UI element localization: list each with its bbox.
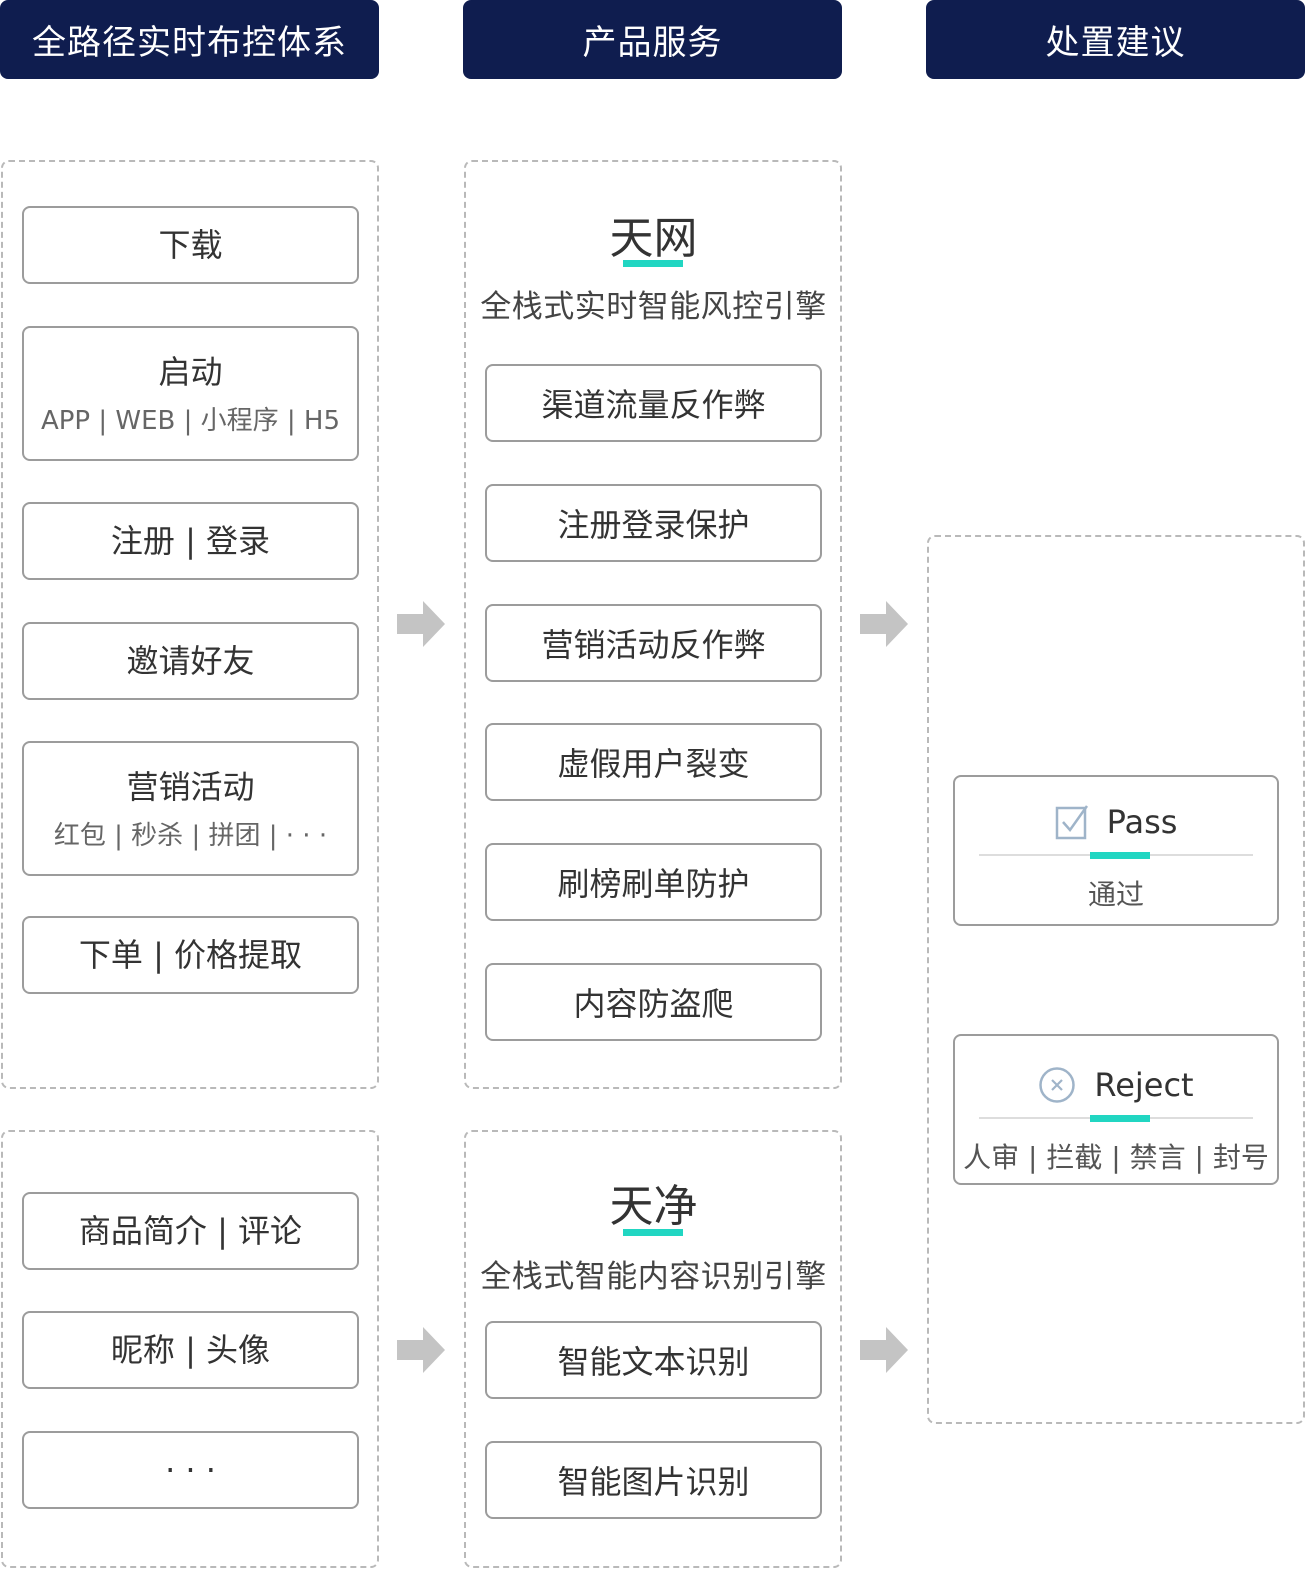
result-reject-label: Reject bbox=[1094, 1066, 1194, 1104]
header-disposal-advice: 处置建议 bbox=[926, 0, 1305, 79]
result-reject-note: 人审 | 拦截 | 禁言 | 封号 bbox=[963, 1141, 1269, 1174]
service-text-recognition: 智能文本识别 bbox=[485, 1321, 822, 1399]
touchpoint-label: 下单 | 价格提取 bbox=[78, 936, 303, 974]
touchpoint-sub: 红包 | 秒杀 | 拼团 | · · · bbox=[53, 820, 328, 851]
result-pass-header: Pass bbox=[955, 797, 1277, 847]
result-accent-bar bbox=[1090, 1115, 1150, 1122]
check-icon bbox=[1055, 805, 1088, 840]
service-content-anti-crawl: 内容防盗爬 bbox=[485, 963, 822, 1041]
result-pass-note: 通过 bbox=[1087, 878, 1144, 911]
touchpoint-nickname-avatar: 昵称 | 头像 bbox=[22, 1311, 359, 1389]
touchpoint-product-review: 商品简介 | 评论 bbox=[22, 1192, 359, 1270]
engine-desc-tianjing: 全栈式智能内容识别引擎 bbox=[480, 1259, 827, 1295]
touchpoint-label: 下载 bbox=[158, 226, 223, 264]
touchpoint-label: 注册 | 登录 bbox=[110, 522, 271, 560]
result-pass-label: Pass bbox=[1106, 803, 1178, 841]
service-fake-user-fission: 虚假用户裂变 bbox=[485, 723, 822, 801]
engine-name-tianwang: 天网 bbox=[609, 213, 698, 264]
touchpoint-marketing: 营销活动 红包 | 秒杀 | 拼团 | · · · bbox=[22, 741, 359, 876]
x-circle-icon bbox=[1039, 1067, 1076, 1103]
touchpoint-download: 下载 bbox=[22, 206, 359, 284]
touchpoint-label: 营销活动 bbox=[126, 767, 255, 806]
touchpoint-label: 启动 bbox=[158, 352, 223, 391]
header-product-services: 产品服务 bbox=[463, 0, 842, 79]
header-risk-control-system: 全路径实时布控体系 bbox=[0, 0, 379, 79]
service-channel-traffic: 渠道流量反作弊 bbox=[485, 364, 822, 442]
engine-name-tianjing: 天净 bbox=[609, 1181, 698, 1232]
disposal-panel bbox=[927, 535, 1305, 1424]
engine-panel-tianwang bbox=[464, 160, 842, 1089]
engine-panel-tianjing bbox=[464, 1130, 842, 1568]
touchpoint-label: 商品简介 | 评论 bbox=[78, 1212, 303, 1250]
touchpoint-launch: 启动 APP | WEB | 小程序 | H5 bbox=[22, 326, 359, 461]
touchpoint-label: · · · bbox=[165, 1451, 216, 1489]
result-reject-header: Reject bbox=[955, 1060, 1277, 1110]
arrow-right-icon bbox=[397, 601, 445, 647]
touchpoint-label: 昵称 | 头像 bbox=[110, 1331, 271, 1369]
result-accent-bar bbox=[1090, 852, 1150, 859]
touchpoints-panel-top bbox=[1, 160, 379, 1089]
engine-desc-tianwang: 全栈式实时智能风控引擎 bbox=[480, 289, 827, 325]
touchpoint-more: · · · bbox=[22, 1431, 359, 1509]
touchpoint-register-login: 注册 | 登录 bbox=[22, 502, 359, 580]
service-image-recognition: 智能图片识别 bbox=[485, 1441, 822, 1519]
arrow-right-icon bbox=[397, 1327, 445, 1373]
result-reject-card: Reject 人审 | 拦截 | 禁言 | 封号 bbox=[953, 1034, 1279, 1185]
touchpoint-sub: APP | WEB | 小程序 | H5 bbox=[40, 405, 341, 436]
touchpoints-panel-bottom bbox=[1, 1130, 379, 1568]
result-pass-card: Pass 通过 bbox=[953, 775, 1279, 926]
arrow-right-icon bbox=[860, 601, 908, 647]
engine-accent-bar bbox=[623, 1229, 683, 1236]
service-ranking-order-protect: 刷榜刷单防护 bbox=[485, 843, 822, 921]
service-marketing-anti-fraud: 营销活动反作弊 bbox=[485, 604, 822, 682]
engine-accent-bar bbox=[623, 260, 683, 267]
touchpoint-label: 邀请好友 bbox=[126, 642, 255, 680]
touchpoint-order-price: 下单 | 价格提取 bbox=[22, 916, 359, 994]
touchpoint-invite-friends: 邀请好友 bbox=[22, 622, 359, 700]
service-register-login-protect: 注册登录保护 bbox=[485, 484, 822, 562]
arrow-right-icon bbox=[860, 1327, 908, 1373]
